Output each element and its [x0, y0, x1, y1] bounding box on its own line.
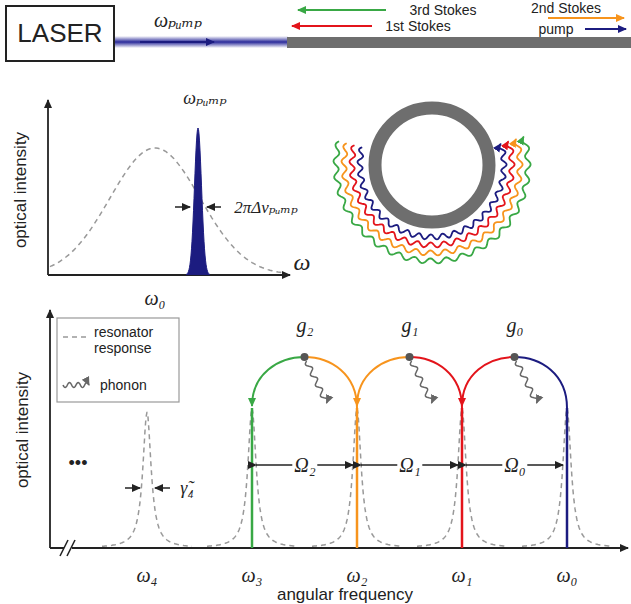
optical-line: [251, 408, 254, 548]
laser-label: LASER: [17, 18, 102, 49]
axis-break: [67, 540, 75, 556]
waveguide: [287, 37, 631, 48]
math-label: ω: [294, 250, 311, 274]
optical-line: [356, 408, 359, 548]
legend-text: resonator response: [94, 324, 174, 356]
math-label: γ̃₄: [180, 479, 193, 497]
math-label: 2πΔνₚᵤₘₚ: [232, 198, 300, 217]
linewidth-arrow: [175, 206, 190, 208]
y-axis: [49, 310, 51, 548]
math-label: ωₚᵤₘₚ: [154, 10, 202, 30]
laser-box: LASER: [5, 5, 115, 62]
math-label: g₂: [297, 315, 314, 335]
second-stokes-arrow: [548, 17, 624, 19]
y-axis: [47, 100, 49, 275]
first-stokes-arrow: [292, 25, 372, 27]
math-label: Ω₁: [397, 454, 422, 476]
legend-text: phonon: [100, 377, 147, 393]
math-label: ω₁: [451, 565, 472, 585]
math-label: ω₀: [144, 288, 165, 308]
ring-resonator: [375, 108, 489, 222]
scattering-arc: [515, 357, 568, 408]
text-label: 1st Stokes: [385, 19, 450, 33]
legend-box: [57, 318, 179, 402]
scattering-arc: [462, 357, 515, 406]
math-label: g₁: [402, 315, 419, 335]
text-label: 2nd Stokes: [531, 1, 601, 15]
legend-sample-wave: [63, 383, 89, 388]
math-label: Ω₀: [502, 454, 527, 476]
phonon-wave: [410, 361, 432, 403]
axis-break: [60, 540, 68, 556]
text-label: angular frequency: [277, 586, 413, 603]
resonator-mode: [102, 412, 192, 546]
text-label: optical intensity: [12, 132, 29, 248]
pump-arrow: [140, 41, 214, 43]
math-label: ω₀: [556, 565, 577, 585]
scattering-dot: [406, 353, 414, 361]
text-label: optical intensity: [14, 372, 31, 488]
math-label: ω₂: [346, 565, 367, 585]
ring-wave: [334, 137, 531, 264]
scattering-dot: [511, 353, 519, 361]
phonon-wave: [305, 361, 327, 403]
optical-line: [461, 408, 464, 548]
optical-line: [566, 408, 569, 548]
pump-spectrum: [186, 128, 210, 275]
scattering-arc: [357, 357, 410, 406]
x-axis: [50, 547, 628, 549]
linewidth-arrow: [207, 206, 221, 208]
text-label: pump: [538, 22, 573, 36]
math-label: ωₚᵤₘₚ: [183, 89, 226, 107]
math-label: ω₄: [136, 565, 157, 585]
text-label: •••: [69, 454, 88, 472]
scattering-arc: [410, 357, 463, 408]
scattering-dot: [301, 353, 309, 361]
math-label: g₀: [507, 315, 524, 335]
linewidth-arrow: [155, 487, 170, 489]
laser-beam: [112, 36, 288, 48]
x-axis: [48, 274, 290, 276]
scattering-arc: [305, 357, 358, 408]
math-label: Ω₂: [292, 454, 317, 476]
phonon-wave: [515, 361, 537, 403]
linewidth-arrow: [125, 487, 140, 489]
pump-direction-arrow: [585, 28, 626, 30]
scattering-arc: [252, 357, 305, 406]
text-label: 3rd Stokes: [410, 3, 477, 17]
legend-sample-dashed: [63, 336, 90, 338]
math-label: ω₃: [241, 565, 262, 585]
third-stokes-arrow: [298, 9, 386, 11]
ring-wave: [350, 141, 515, 247]
